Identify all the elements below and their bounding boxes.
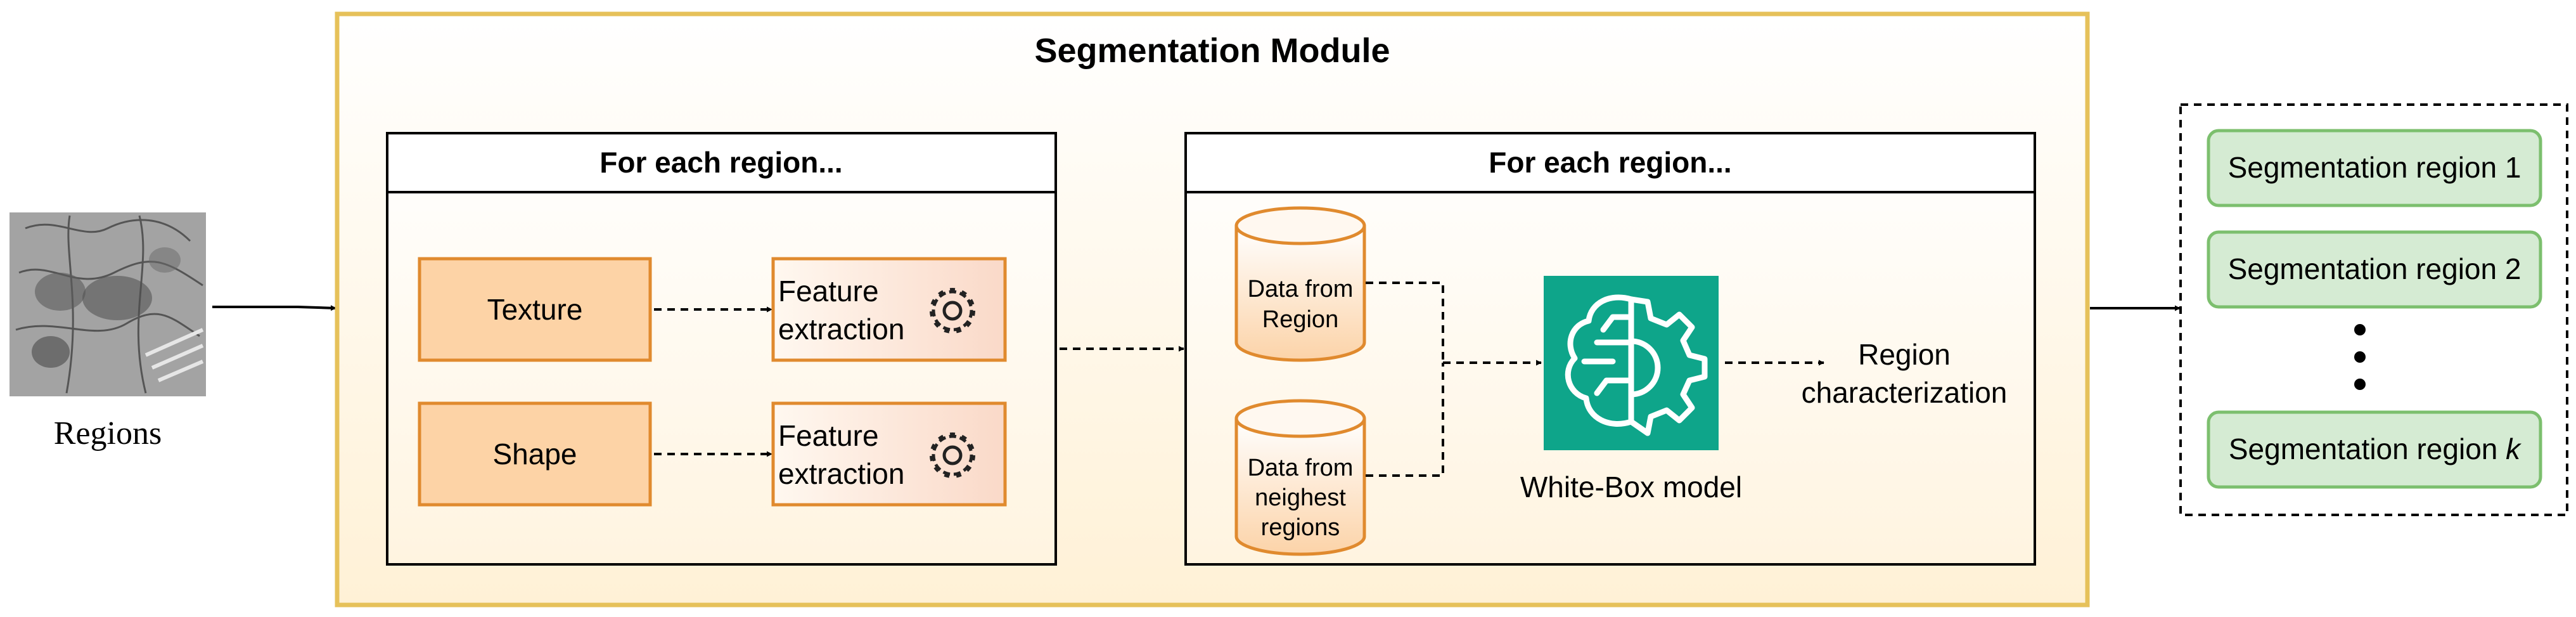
characterization-line2: characterization: [1802, 376, 2008, 409]
gear-icon: [930, 432, 975, 478]
feature-extraction-box-1: [771, 257, 1007, 362]
db-region-line2: Region: [1262, 306, 1338, 333]
module-title: Segmentation Module: [1034, 32, 1390, 70]
shape-box: [418, 401, 652, 507]
database-neighbors-icon: [1234, 399, 1366, 556]
database-region-icon: [1234, 206, 1366, 362]
shape-label: Shape: [492, 438, 577, 471]
feature-extraction-2-line2: extraction: [778, 457, 904, 490]
texture-box: [418, 257, 652, 362]
regions-thumbnail: [10, 212, 206, 396]
db-neighbors-line1: Data from: [1248, 455, 1354, 481]
brain-gear-icon: [1565, 294, 1708, 436]
arrow-input-to-module: [212, 305, 336, 311]
feature-extraction-box-2: [771, 401, 1007, 507]
db-region-line1: Data from: [1248, 276, 1354, 302]
model-label: White-Box model: [1520, 471, 1742, 503]
ellipsis-dot: [2354, 324, 2366, 335]
output-region-1-label: Segmentation region 1: [2228, 151, 2522, 184]
characterization-line1: Region: [1858, 338, 1951, 371]
feature-extraction-1-line2: extraction: [778, 313, 904, 346]
panel-left-header: For each region...: [599, 146, 842, 179]
output-region-k-var: k: [2506, 432, 2522, 465]
output-region-k-prefix: Segmentation region: [2229, 432, 2506, 465]
panel-right-header: For each region...: [1489, 146, 1731, 179]
output-region-k-label: Segmentation region k: [2229, 432, 2522, 465]
output-region-k: [2207, 410, 2542, 489]
feature-extraction-1-line1: Feature: [778, 275, 879, 308]
feature-extraction-2-line1: Feature: [778, 419, 879, 452]
output-region-2: [2207, 230, 2542, 309]
gear-icon: [930, 288, 975, 334]
ellipsis-dot: [2354, 379, 2366, 390]
output-region-1: [2207, 129, 2542, 207]
texture-label: Texture: [487, 293, 583, 326]
connector-neighbors-to-model: [1366, 363, 1444, 477]
ellipsis-dot: [2354, 351, 2366, 363]
db-neighbors-line2: neighest: [1255, 484, 1346, 511]
output-region-2-label: Segmentation region 2: [2228, 252, 2522, 285]
input-label: Regions: [54, 415, 162, 451]
db-neighbors-line3: regions: [1261, 514, 1340, 541]
